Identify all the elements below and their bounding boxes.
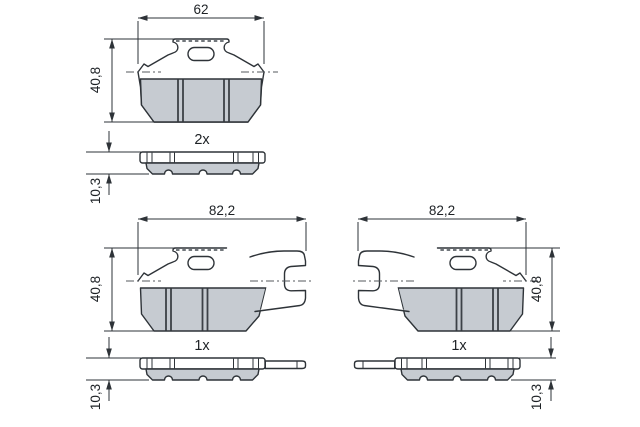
height-label-pad-b: 40,8: [88, 276, 103, 302]
thickness-label-pad-a: 10,3: [88, 178, 103, 204]
dimension-height-pad-a: 40,8: [88, 38, 176, 123]
height-label-pad-a: 40,8: [88, 67, 103, 93]
pad-b-front-view: [125, 247, 315, 332]
height-label-pad-c: 40,8: [529, 276, 544, 302]
quantity-label-pad-b: 1x: [194, 338, 210, 354]
dimension-thickness-pad-c: 10,3: [511, 337, 556, 410]
pad-c-edge-view: [353, 357, 521, 381]
dimension-height-pad-b: 40,8: [88, 247, 176, 332]
width-label-pad-b: 82,2: [209, 203, 235, 218]
width-label-pad-a: 62: [193, 2, 208, 17]
pad-c-front-view: [349, 247, 539, 332]
thickness-label-pad-b: 10,3: [88, 384, 103, 410]
figure-pad-a: 62 40,8 2x 10,3: [86, 2, 279, 204]
dimension-thickness-pad-a: 10,3: [86, 131, 149, 204]
dimension-height-pad-c: 40,8: [490, 247, 560, 332]
pad-b-edge-view: [139, 357, 307, 381]
figure-pad-b: 82,2 40,8 1x 10,3: [86, 203, 315, 410]
width-label-pad-c: 82,2: [429, 203, 455, 218]
quantity-label-pad-c: 1x: [451, 338, 467, 354]
pad-a-front-view: [125, 38, 279, 123]
pad-a-edge-view: [139, 151, 266, 175]
figure-pad-c: 82,2 40,8 1x 10,3: [349, 203, 560, 410]
quantity-label-pad-a: 2x: [194, 132, 210, 148]
thickness-label-pad-c: 10,3: [529, 384, 544, 410]
dimension-thickness-pad-b: 10,3: [86, 337, 149, 410]
dimension-width-pad-a: 62: [137, 2, 265, 64]
dimension-width-pad-c: 82,2: [357, 203, 527, 275]
